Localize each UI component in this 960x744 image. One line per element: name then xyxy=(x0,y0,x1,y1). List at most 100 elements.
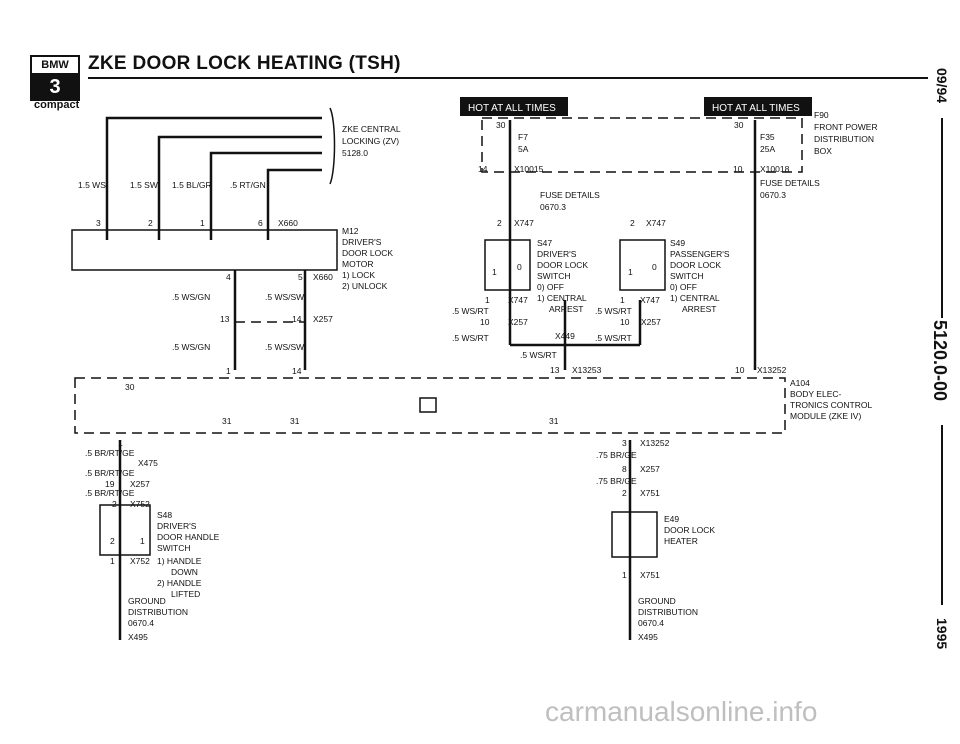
m12-pin-5: 5 xyxy=(298,272,303,282)
wire-4: .5 RT/GN xyxy=(230,180,266,190)
ml-conn: X257 xyxy=(313,314,333,324)
lr-conn2: X257 xyxy=(640,464,660,474)
labels: ZKE CENTRAL LOCKING (ZV) 5128.0 1.5 WS 1… xyxy=(78,110,878,642)
a104-desc-1: A104 xyxy=(790,378,810,388)
a104-right-conn: X13252 xyxy=(757,365,787,375)
a104-pin31-b: 31 xyxy=(290,416,300,426)
s49-conn-top: X747 xyxy=(646,218,666,228)
s49-pin-top: 2 xyxy=(630,218,635,228)
wire-lines xyxy=(71,107,757,640)
a104-right-pin: 10 xyxy=(735,365,745,375)
s49-desc-6: 1) CENTRAL xyxy=(670,293,720,303)
s47-pin-top: 2 xyxy=(497,218,502,228)
m12-desc-1: M12 xyxy=(342,226,359,236)
s49-conn-bot: X747 xyxy=(640,295,660,305)
lr-conn3: X751 xyxy=(640,488,660,498)
f90-3: DISTRIBUTION xyxy=(814,134,874,144)
fuse-details-left-2: 0670.3 xyxy=(540,202,566,212)
ll-pin2: 2 xyxy=(112,499,117,509)
s48-sw-1: 1 xyxy=(140,536,145,546)
s49-desc-7: ARREST xyxy=(682,304,716,314)
lr-x495: X495 xyxy=(638,632,658,642)
dashed-boundaries xyxy=(74,117,803,434)
ml-w1: .5 WS/GN xyxy=(172,292,210,302)
a104-desc-4: MODULE (ZKE IV) xyxy=(790,411,861,421)
ll-pin19: 19 xyxy=(105,479,115,489)
e49-desc-3: HEATER xyxy=(664,536,698,546)
a104-pin-30: 30 xyxy=(125,382,135,392)
s47-w1: .5 WS/RT xyxy=(452,306,489,316)
wire-2: 1.5 SW xyxy=(130,180,158,190)
ml-c1: 13 xyxy=(220,314,230,324)
s49-desc-2: PASSENGER'S xyxy=(670,249,730,259)
f90-1: F90 xyxy=(814,110,829,120)
s47-pin-bot: 1 xyxy=(485,295,490,305)
m12-desc-6: 2) UNLOCK xyxy=(342,281,388,291)
splice-pin: 13 xyxy=(550,365,560,375)
splice-conn: X13253 xyxy=(572,365,602,375)
s49-desc-5: 0) OFF xyxy=(670,282,697,292)
f7-pin: 30 xyxy=(496,120,506,130)
ll-mode-2: DOWN xyxy=(171,567,198,577)
s47-x257: X257 xyxy=(508,317,528,327)
s47-desc-1: S47 xyxy=(537,238,552,248)
m12-pin-3: 3 xyxy=(96,218,101,228)
ml-w4: .5 WS/SW xyxy=(265,342,304,352)
ll-x752b: X752 xyxy=(130,556,150,566)
s47-sw-1: 1 xyxy=(492,267,497,277)
s49-desc-4: SWITCH xyxy=(670,271,704,281)
f90-4: BOX xyxy=(814,146,832,156)
a104-pin31-a: 31 xyxy=(222,416,232,426)
side-rule-2 xyxy=(941,425,943,605)
ll-x257: X257 xyxy=(130,479,150,489)
f7-amp: 5A xyxy=(518,144,529,154)
lr-w1: .75 BR/GE xyxy=(596,450,637,460)
s49-w1: .5 WS/RT xyxy=(595,306,632,316)
m12-pin-4: 4 xyxy=(226,272,231,282)
ml-w2: .5 WS/SW xyxy=(265,292,304,302)
s47-sw-0: 0 xyxy=(517,262,522,272)
ml-c3: 1 xyxy=(226,366,231,376)
s49-desc-3: DOOR LOCK xyxy=(670,260,721,270)
series-number: 3 xyxy=(32,75,78,99)
page-header: BMW 3 ZKE DOOR LOCK HEATING (TSH) compac… xyxy=(30,53,928,111)
ll-ground-2: DISTRIBUTION xyxy=(128,607,188,617)
m12-desc-4: MOTOR xyxy=(342,259,373,269)
zke-label-3: 5128.0 xyxy=(342,148,368,158)
s47-conn-top: X747 xyxy=(514,218,534,228)
m12-conn-bot: X660 xyxy=(313,272,333,282)
ll-x752: X752 xyxy=(130,499,150,509)
s47-c1: 10 xyxy=(480,317,490,327)
s48-desc-3: DOOR HANDLE xyxy=(157,532,220,542)
s49-x257: X257 xyxy=(641,317,661,327)
lr-conn1: X13252 xyxy=(640,438,670,448)
s47-desc-6: 1) CENTRAL xyxy=(537,293,587,303)
lr-w2: .75 BR/GE xyxy=(596,476,637,486)
page-title: ZKE DOOR LOCK HEATING (TSH) xyxy=(88,53,401,74)
ll-mode-4: LIFTED xyxy=(171,589,200,599)
ll-mode-1: 1) HANDLE xyxy=(157,556,202,566)
a104-module-icon xyxy=(419,397,437,413)
lr-ground-3: 0670.4 xyxy=(638,618,664,628)
model-subtitle: compact xyxy=(34,99,80,111)
bmw-logo: BMW 3 xyxy=(30,55,80,101)
s49-pin-bot: 1 xyxy=(620,295,625,305)
s47-conn-bot: X747 xyxy=(508,295,528,305)
a104-desc-2: BODY ELEC- xyxy=(790,389,842,399)
side-date: 09/94 xyxy=(934,68,950,104)
s49-desc-1: S49 xyxy=(670,238,685,248)
s49-sw-1: 1 xyxy=(628,267,633,277)
s47-desc-4: SWITCH xyxy=(537,271,571,281)
splice-wire: .5 WS/RT xyxy=(520,350,557,360)
s47-desc-2: DRIVER'S xyxy=(537,249,577,259)
ll-pin1: 1 xyxy=(118,438,123,448)
title-rule xyxy=(88,77,928,79)
fuse-details-left-1: FUSE DETAILS xyxy=(540,190,600,200)
zke-label-1: ZKE CENTRAL xyxy=(342,124,401,134)
s48-sw-2: 2 xyxy=(110,536,115,546)
hot-banner-left: HOT AT ALL TIMES xyxy=(468,103,556,114)
lr-pin3: 3 xyxy=(622,438,627,448)
s47-desc-5: 0) OFF xyxy=(537,282,564,292)
watermark: carmanualsonline.info xyxy=(545,696,818,727)
